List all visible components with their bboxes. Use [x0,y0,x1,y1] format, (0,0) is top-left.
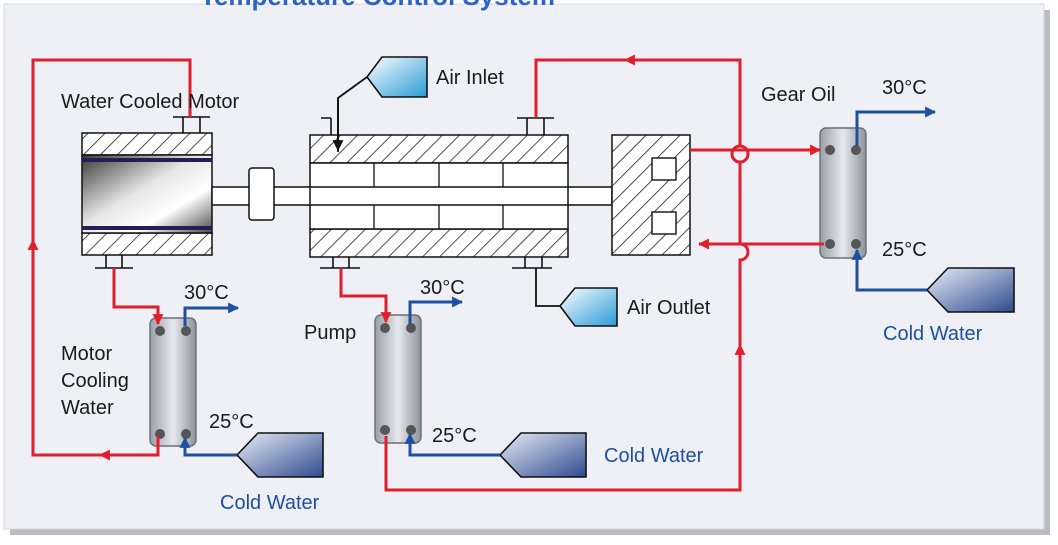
hot-line-pump-outlet [339,268,392,324]
hot-line-motor-return [98,436,160,461]
label-motor-cooling-water-line1: Motor [61,343,113,365]
temp-pump-hot: 30°C [420,277,465,299]
cold-line-pump-in [404,432,500,457]
cold-line-gear-out [855,106,937,146]
cold-water-lines [179,106,937,457]
air-outlet [535,268,618,327]
temp-gear-cold: 25°C [882,239,927,261]
pump-body [309,117,569,269]
label-cold-water-gear: Cold Water [883,323,983,345]
label-air-inlet: Air Inlet [436,67,504,89]
air-inlet [332,56,428,152]
hot-water-lines [27,54,824,492]
cold-water-tank-motor [235,432,324,478]
cold-line-motor-in [179,436,237,457]
hot-line-motor-loop [31,58,192,457]
label-motor-cooling-water: Motor Cooling Water [61,341,129,422]
heat-exchanger-gear-oil [819,127,867,259]
heat-exchanger-pump [374,314,422,444]
label-cold-water-motor: Cold Water [220,492,320,514]
hot-line-pump-riser [534,58,750,350]
label-gear-oil: Gear Oil [761,84,836,106]
line-crossovers [730,144,741,164]
cold-line-pump-out [408,296,464,324]
label-water-cooled-motor: Water Cooled Motor [61,91,240,113]
label-air-outlet: Air Outlet [627,297,711,319]
label-motor-cooling-water-line3: Water [61,397,114,419]
temp-motor-cold: 25°C [209,411,254,433]
diagram-title: Temperature Control System [200,0,555,9]
cold-water-tank-gear [925,267,1015,313]
hot-line-pump-return [384,343,746,492]
cold-line-gear-in [851,248,927,292]
temp-pump-cold: 25°C [432,425,477,447]
water-cooled-motor [81,116,213,269]
temp-motor-hot: 30°C [184,282,229,304]
label-motor-cooling-water-line2: Cooling [61,370,129,392]
label-pump: Pump [304,322,357,344]
cold-water-tank-pump [498,432,587,478]
temp-gear-hot: 30°C [882,77,927,99]
hot-line-motor-outlet [112,268,164,326]
heat-exchanger-motor [149,317,197,447]
cold-line-motor-out [183,302,240,326]
gear-box [611,134,691,256]
label-cold-water-pump: Cold Water [604,445,704,467]
